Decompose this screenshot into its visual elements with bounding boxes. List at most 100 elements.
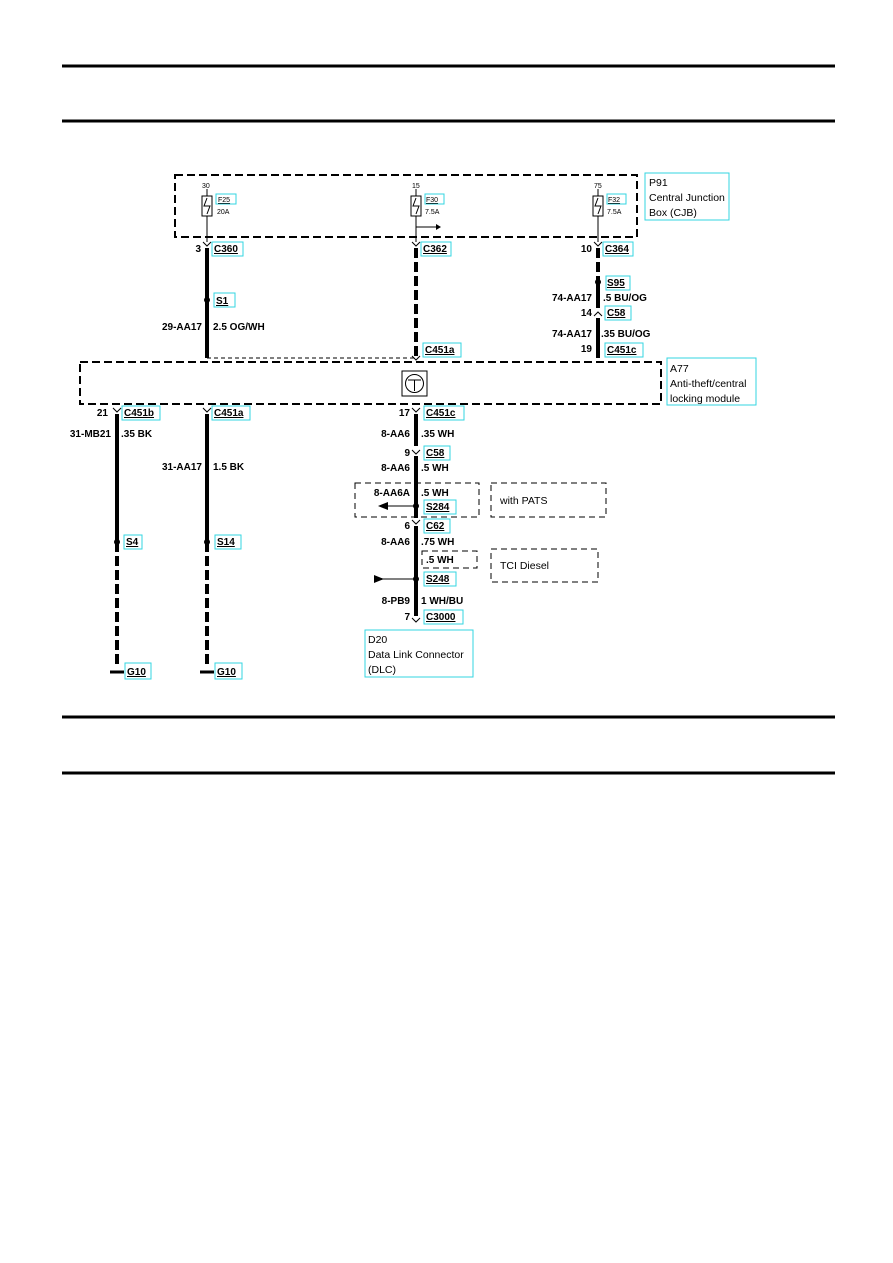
fuse-f30-pin: 15 xyxy=(412,183,420,190)
wire-8-aa6 xyxy=(374,407,421,623)
s1-box xyxy=(213,292,236,308)
w-pats-circuit: 8-AA6A xyxy=(374,488,410,499)
c451a-bottom-box xyxy=(211,405,251,421)
s14-box xyxy=(214,534,242,550)
fuse-f30-rating: 7.5A xyxy=(425,209,440,216)
c451b-ref: C451b xyxy=(124,408,154,419)
junction-box-name: P91 xyxy=(649,177,668,189)
c360-pin: 3 xyxy=(195,244,201,255)
w3b-spec: .35 BU/OG xyxy=(601,329,651,340)
c362-box xyxy=(420,241,452,257)
c58-pin: 9 xyxy=(404,448,410,459)
w-r3-circuit: 8-AA6 xyxy=(381,537,410,548)
w1-circuit: 29-AA17 xyxy=(162,322,202,333)
c62-box xyxy=(423,518,451,534)
s95-ref: S95 xyxy=(607,278,625,289)
junction-box-outline xyxy=(174,174,638,238)
junction-box-desc-1: Central Junction xyxy=(649,192,725,204)
module-desc-2: locking module xyxy=(670,393,740,405)
dlc-desc-1: Data Link Connector xyxy=(368,649,464,661)
c360-box xyxy=(211,241,244,257)
junction-box-label-box xyxy=(644,172,730,221)
w-tci-spec: .5 WH xyxy=(426,555,454,566)
dlc-name: D20 xyxy=(368,634,387,646)
w-r3-spec: .75 WH xyxy=(421,537,454,548)
c451c-bottom-box xyxy=(423,405,465,421)
s95-box xyxy=(605,275,631,291)
s284-box xyxy=(423,499,457,515)
w3a-circuit: 74-AA17 xyxy=(552,293,592,304)
c360-ref: C360 xyxy=(214,244,238,255)
c58-box xyxy=(423,445,451,461)
fuse-f32-id: F32 xyxy=(608,197,620,204)
w-r4-circuit: 8-PB9 xyxy=(382,596,411,607)
c451c-top-box xyxy=(604,342,644,358)
fuse-f25-id: F25 xyxy=(218,197,230,204)
wire-31-aa17 xyxy=(200,407,214,674)
s4-ref: S4 xyxy=(126,537,139,548)
w-r4-spec: 1 WH/BU xyxy=(421,596,463,607)
c451b-pin: 21 xyxy=(97,408,109,419)
fuse-f30-id: F30 xyxy=(426,197,438,204)
pats-note: with PATS xyxy=(499,495,547,507)
w-left-circuit: 31-MB21 xyxy=(70,429,112,440)
module-name: A77 xyxy=(670,363,689,375)
module-symbol-icon xyxy=(401,370,428,397)
fuse-f32: 75 F32 7.5A xyxy=(592,183,627,242)
wire-c362 xyxy=(411,241,421,361)
w3a-spec: .5 BU/OG xyxy=(603,293,647,304)
g10-left-box xyxy=(124,662,152,680)
wire-29-aa17 xyxy=(202,241,416,359)
pats-branch-box xyxy=(354,482,480,518)
g10-mid-box xyxy=(214,662,243,680)
c58-top-box xyxy=(604,305,632,321)
c451c-top-ref: C451c xyxy=(607,345,637,356)
dlc-desc-2: (DLC) xyxy=(368,664,396,676)
fuse-f30: 15 F30 7.5A xyxy=(410,183,445,242)
c451c-top-pin: 19 xyxy=(581,344,593,355)
wire-74-aa17 xyxy=(593,241,603,358)
c451c-bottom-ref: C451c xyxy=(426,408,456,419)
s284-ref: S284 xyxy=(426,502,450,513)
s248-ref: S248 xyxy=(426,574,450,585)
module-outline xyxy=(79,361,662,405)
w-pats-spec: .5 WH xyxy=(421,488,449,499)
w-r1-circuit: 8-AA6 xyxy=(381,429,410,440)
fuse-f25-pin: 30 xyxy=(202,183,210,190)
s248-box xyxy=(423,571,457,587)
c62-ref: C62 xyxy=(426,521,445,532)
s1-ref: S1 xyxy=(216,296,229,307)
c62-pin: 6 xyxy=(404,521,410,532)
fuse-f25: 30 F25 20A xyxy=(201,183,237,242)
c3000-box xyxy=(423,609,464,625)
c58-top-ref: C58 xyxy=(607,308,626,319)
wire-31-mb21 xyxy=(110,407,124,674)
c3000-ref: C3000 xyxy=(426,612,456,623)
pats-note-box xyxy=(490,482,607,518)
w1-spec: 2.5 OG/WH xyxy=(213,322,265,333)
g10-left-ref: G10 xyxy=(127,667,146,678)
w-mid-spec: 1.5 BK xyxy=(213,462,245,473)
w-r2-circuit: 8-AA6 xyxy=(381,463,410,474)
w-left-spec: .35 BK xyxy=(121,429,153,440)
g10-mid-ref: G10 xyxy=(217,667,236,678)
junction-box-desc-2: Box (CJB) xyxy=(649,207,697,219)
s4-box xyxy=(123,534,143,550)
s14-ref: S14 xyxy=(217,537,235,548)
c451a-bottom-ref: C451a xyxy=(214,408,244,419)
c451a-top-box xyxy=(422,342,462,358)
c364-box xyxy=(602,241,634,257)
module-label-box xyxy=(666,357,757,406)
c451b-box xyxy=(121,405,161,421)
c58-ref: C58 xyxy=(426,448,445,459)
fuse-f32-rating: 7.5A xyxy=(607,209,622,216)
c58-top-pin: 14 xyxy=(581,308,593,319)
c364-pin: 10 xyxy=(581,244,593,255)
fuse-f25-rating: 20A xyxy=(217,209,230,216)
dlc-label-box xyxy=(364,629,474,678)
c362-ref: C362 xyxy=(423,244,447,255)
w-r2-spec: .5 WH xyxy=(421,463,449,474)
tci-branch-box xyxy=(421,550,478,569)
w3b-circuit: 74-AA17 xyxy=(552,329,592,340)
